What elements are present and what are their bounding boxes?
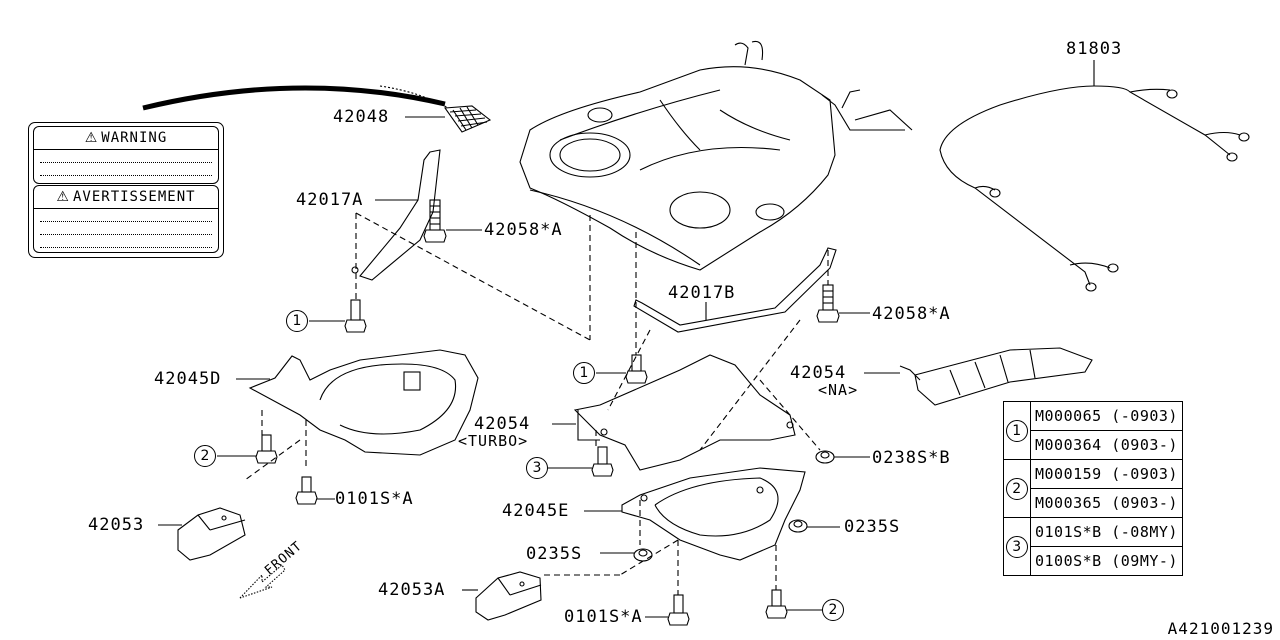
ref-marker-2-bottom[interactable]: 2 (822, 599, 844, 621)
callout-0238SB[interactable]: 0238S*B (872, 448, 951, 468)
callout-81803[interactable]: 81803 (1066, 39, 1123, 59)
callout-42045D[interactable]: 42045D (154, 369, 222, 389)
ref-number-1: 1 (1006, 419, 1028, 442)
text-line (40, 235, 212, 248)
ref-number-2: 2 (1006, 477, 1028, 500)
block-42053A (475, 571, 542, 621)
warning-triangle-icon: ⚠ (84, 130, 99, 146)
nut-0235S-right (788, 519, 808, 533)
text-line (40, 209, 212, 222)
callout-42054-turbo-note: <TURBO> (458, 432, 529, 450)
harness-81803 (939, 60, 1250, 292)
bolt-ref1-left (344, 299, 367, 333)
nut-0238SB (815, 450, 835, 464)
callout-42017B[interactable]: 42017B (668, 283, 736, 303)
ref-number-3: 3 (1006, 535, 1028, 558)
ref-marker-3[interactable]: 3 (526, 457, 548, 479)
callout-42053[interactable]: 42053 (88, 515, 145, 535)
part-number-cell[interactable]: M000365 (0903-) (1030, 488, 1183, 518)
cable-42048 (142, 85, 446, 111)
table-row: 3 0101S*B (-08MY) (1003, 517, 1183, 576)
front-arrow-icon (239, 564, 286, 599)
shield-42054-na (899, 347, 1093, 406)
bolt-42058A-top (423, 199, 447, 243)
bracket-42045E (621, 467, 806, 561)
callout-42053A[interactable]: 42053A (378, 580, 446, 600)
mesh-pad-42048 (443, 105, 492, 133)
part-number-cell[interactable]: 0101S*B (-08MY) (1030, 517, 1183, 547)
callout-0101SA-left[interactable]: 0101S*A (335, 489, 414, 509)
table-row: 0100S*B (09MY-) (1004, 546, 1183, 576)
part-number-cell[interactable]: 0100S*B (09MY-) (1030, 546, 1183, 576)
ref-marker-1-left[interactable]: 1 (286, 310, 308, 332)
callout-42054-turbo[interactable]: 42054 (474, 414, 531, 434)
warning-triangle-icon: ⚠ (56, 189, 70, 205)
callout-42045E[interactable]: 42045E (502, 501, 570, 521)
callout-0235S-left[interactable]: 0235S (526, 544, 583, 564)
bolt-0101SA-left (295, 476, 318, 505)
table-row: M000365 (0903-) (1004, 488, 1183, 518)
bolt-ref2-bottom (765, 589, 788, 619)
bolt-ref3 (591, 446, 614, 477)
bolt-0101SA-bottom (667, 594, 690, 626)
strap-42017A (351, 149, 441, 281)
ref-marker-1-center[interactable]: 1 (573, 362, 595, 384)
callout-42058A-top[interactable]: 42058*A (484, 220, 563, 240)
block-42053 (177, 507, 246, 561)
shield-42054-turbo (573, 354, 796, 471)
callout-42054-na[interactable]: 42054 (790, 363, 847, 383)
fuel-tank (519, 40, 913, 271)
warning-label-en: ⚠WARNING (33, 126, 219, 184)
strap-42017B (633, 247, 837, 333)
text-line (40, 222, 212, 235)
callout-42058A-right[interactable]: 42058*A (872, 304, 951, 324)
diagram-reference-code: A421001239 (1167, 619, 1274, 638)
nut-0235S-left (633, 548, 653, 562)
text-line (40, 163, 212, 176)
part-number-cell[interactable]: M000364 (0903-) (1030, 430, 1183, 460)
table-row: 1 M000065 (-0903) (1003, 401, 1183, 460)
callout-0235S-right[interactable]: 0235S (844, 517, 901, 537)
part-number-cell[interactable]: M000159 (-0903) (1030, 459, 1183, 489)
text-line (40, 150, 212, 163)
warning-title-en: WARNING (101, 130, 168, 146)
table-row: 2 M000159 (-0903) (1003, 459, 1183, 518)
bracket-42045D (248, 349, 479, 456)
bolt-ref1-center (625, 354, 648, 384)
bolt-ref2-left (255, 434, 278, 464)
part-reference-table: 1 M000065 (-0903) M000364 (0903-) 2 M000… (1003, 401, 1183, 576)
warning-label-fr: ⚠AVERTISSEMENT (33, 185, 219, 253)
callout-0101SA-bottom[interactable]: 0101S*A (564, 607, 643, 627)
ref-marker-2-left[interactable]: 2 (194, 445, 216, 467)
callout-42017A[interactable]: 42017A (296, 190, 364, 210)
warning-label-card: ⚠WARNING ⚠AVERTISSEMENT (28, 122, 224, 258)
bolt-42058A-right (816, 284, 840, 323)
callout-42054-na-note: <NA> (818, 381, 859, 399)
part-number-cell[interactable]: M000065 (-0903) (1030, 401, 1183, 431)
warning-title-fr: AVERTISSEMENT (72, 189, 196, 205)
table-row: M000364 (0903-) (1004, 430, 1183, 460)
callout-42048[interactable]: 42048 (333, 107, 390, 127)
